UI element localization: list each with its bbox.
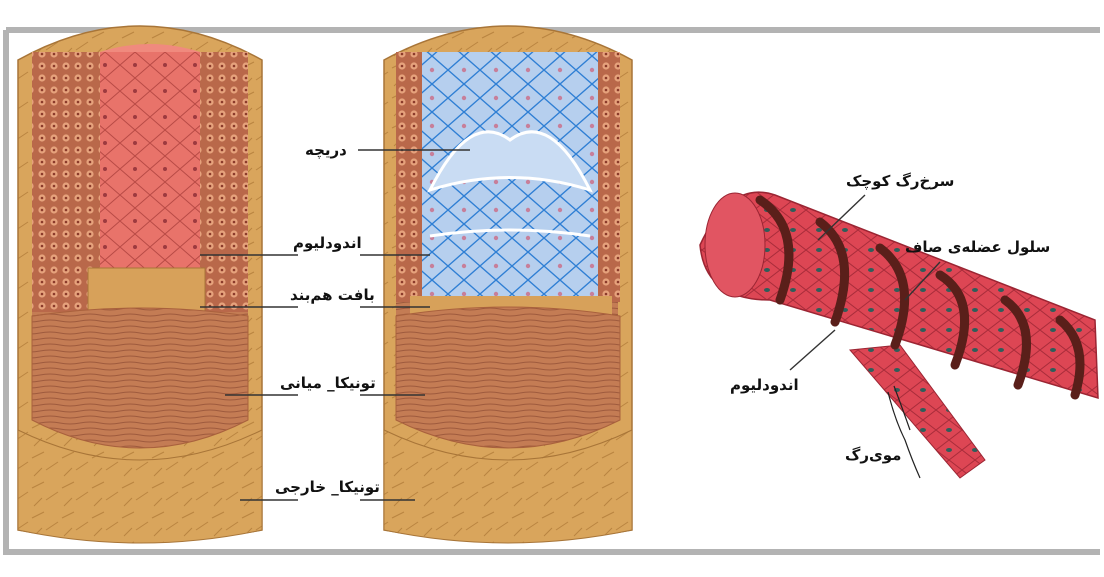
label-smooth-muscle-cell: سلول عضله‌ی صاف xyxy=(905,238,1050,256)
label-connective-tissue: بافت هم‌بند xyxy=(290,286,375,304)
label-valve: دریچه xyxy=(305,141,347,159)
label-arteriole: سرخ‌رگ کوچک xyxy=(846,172,954,190)
label-capillary: موی‌رگ xyxy=(845,446,901,464)
artery-cutaway xyxy=(18,26,262,543)
label-endothelium-right: اندودلیوم xyxy=(730,376,799,394)
arteriole-illustration xyxy=(700,192,1098,478)
vein-cutaway xyxy=(384,26,632,543)
label-tunica-media: تونیکا_ میانی xyxy=(280,374,376,392)
label-tunica-externa: تونیکا_ خارجی xyxy=(275,478,380,496)
label-endothelium: اندودلیوم xyxy=(293,234,362,252)
